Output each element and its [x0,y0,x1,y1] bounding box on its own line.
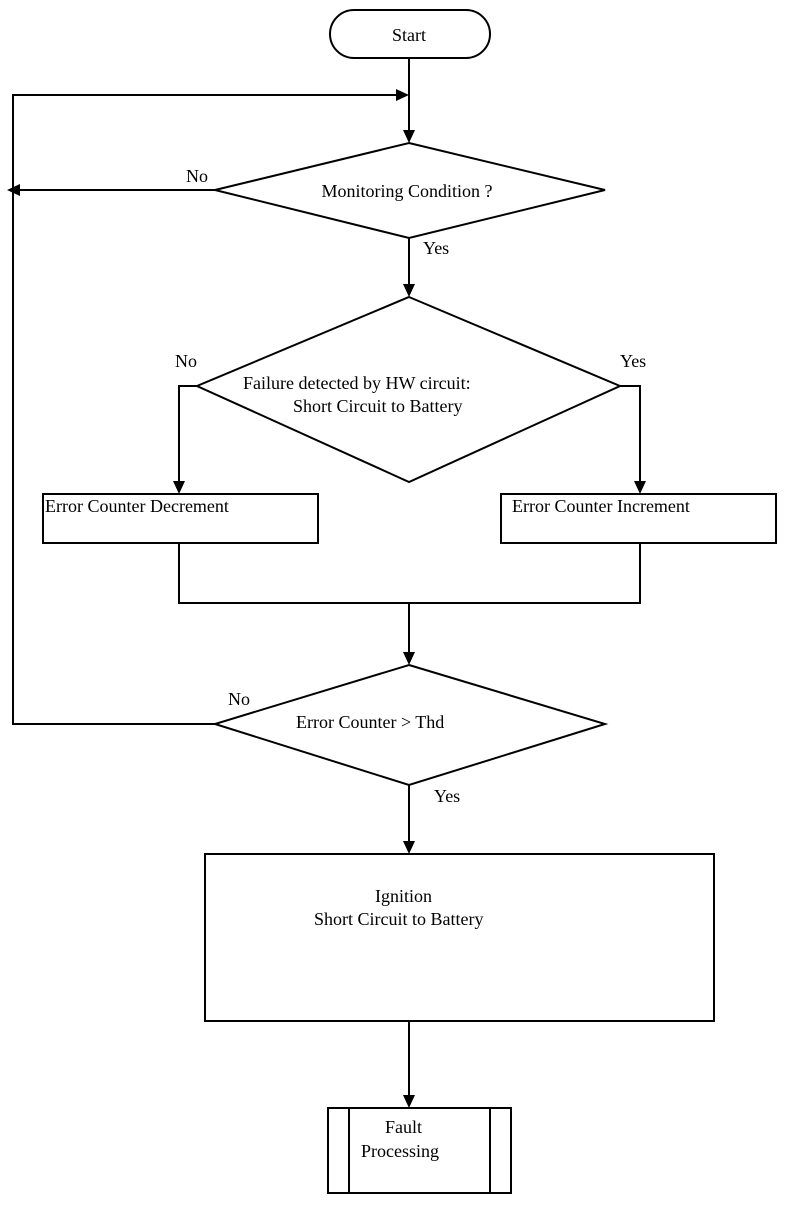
failure-yes-label: Yes [620,351,646,371]
fault-processing-box [327,1107,512,1194]
ignition-label-line1: Ignition [375,886,432,906]
arrowhead-failure-in [403,284,415,297]
connector-merge [178,543,641,604]
threshold-decision [211,663,609,787]
connector-loop-back [12,94,396,725]
arrowhead-threshold-in [403,652,415,665]
connector-failure-no [178,385,197,481]
arrowhead-decrement-in [173,481,185,494]
connector-failure-yes [620,385,641,481]
arrowhead-loop-back [396,89,409,101]
arrowhead-ignition-in [403,841,415,854]
monitoring-yes-label: Yes [423,238,449,258]
arrowhead-monitoring-in [403,130,415,143]
monitoring-condition-decision [214,141,606,240]
error-counter-decrement-label: Error Counter Decrement [45,496,229,516]
fault-processing-label-line1: Fault [385,1117,422,1137]
monitoring-no-label: No [186,166,208,186]
ignition-box [204,853,715,1022]
threshold-yes-label: Yes [434,786,460,806]
start-terminator [329,9,491,59]
arrowhead-fault-in [403,1095,415,1108]
start-label: Start [392,25,426,45]
threshold-label: Error Counter > Thd [296,712,444,732]
threshold-no-label: No [228,689,250,709]
error-counter-decrement-box [42,493,319,544]
error-counter-increment-label: Error Counter Increment [512,496,690,516]
ignition-label-line2: Short Circuit to Battery [314,909,483,929]
arrowhead-increment-in [634,481,646,494]
failure-no-label: No [175,351,197,371]
failure-detected-label-line1: Failure detected by HW circuit: [243,373,471,393]
failure-detected-label-line2: Short Circuit to Battery [293,396,462,416]
fault-processing-label-line2: Processing [361,1141,439,1161]
failure-detected-decision [194,295,623,484]
monitoring-condition-label: Monitoring Condition ? [322,181,493,201]
arrowhead-monitoring-no [7,184,20,196]
error-counter-increment-box [500,493,777,544]
